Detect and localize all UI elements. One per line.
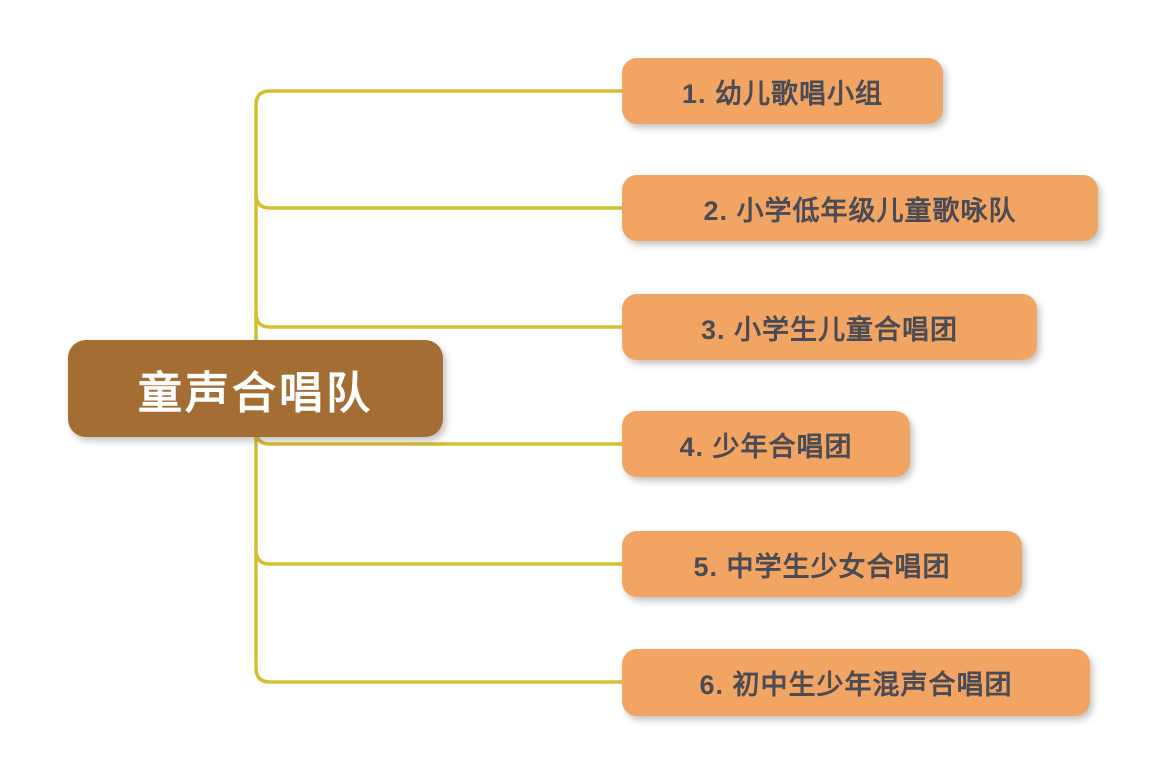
child-node-3-label: 3. 小学生儿童合唱团 <box>700 314 959 345</box>
child-node-6[interactable]: 6. 初中生少年混声合唱团 <box>622 649 1090 716</box>
child-node-6-label: 6. 初中生少年混声合唱团 <box>699 670 1013 700</box>
child-node-4-label: 4. 少年合唱团 <box>679 431 853 462</box>
child-node-3[interactable]: 3. 小学生儿童合唱团 <box>622 294 1037 360</box>
connector-branch-3 <box>254 311 624 329</box>
root-node-label: 童声合唱队 <box>138 368 373 418</box>
child-node-5[interactable]: 5. 中学生少女合唱团 <box>622 531 1022 597</box>
child-node-1[interactable]: 1. 幼儿歌唱小组 <box>622 58 943 124</box>
child-node-1-label: 1. 幼儿歌唱小组 <box>681 78 884 109</box>
child-node-5-label: 5. 中学生少女合唱团 <box>693 551 951 582</box>
child-node-4[interactable]: 4. 少年合唱团 <box>622 411 910 477</box>
root-node[interactable]: 童声合唱队 <box>68 340 443 437</box>
child-node-2[interactable]: 2. 小学低年级儿童歌咏队 <box>622 175 1098 241</box>
connector-branch-5 <box>254 548 624 566</box>
child-node-2-label: 2. 小学低年级儿童歌咏队 <box>703 195 1017 226</box>
connector-branch-2 <box>254 192 624 210</box>
